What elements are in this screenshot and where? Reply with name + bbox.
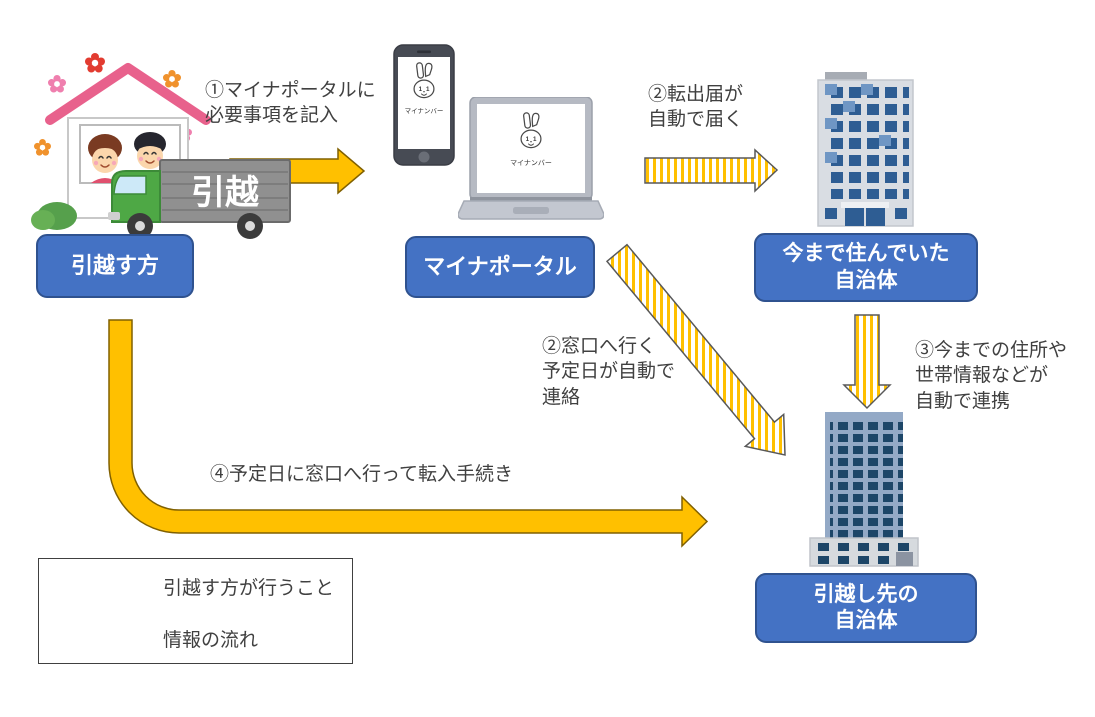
step4-line1: ④予定日に窓口へ行って転入手続き xyxy=(210,464,514,485)
arrow-step2-transfer-notice xyxy=(644,148,779,193)
flower-icon xyxy=(34,139,51,156)
step2-transfer-annotation: ②転出届が 自動で届く xyxy=(648,82,743,133)
moving-truck: 引越 xyxy=(108,159,291,239)
step2-transfer-line2: 自動で届く xyxy=(648,109,744,131)
step2-window-line3: 連絡 xyxy=(542,386,581,408)
mover-box-label: 引越す方 xyxy=(70,253,159,279)
mover-box: 引越す方 xyxy=(36,234,194,298)
legend-striped-label: 情報の流れ xyxy=(163,630,259,651)
old-city-box: 今まで住んでいた 自治体 xyxy=(754,233,978,302)
man-face xyxy=(134,132,166,183)
step4-annotation: ④予定日に窓口へ行って転入手続き xyxy=(210,462,513,487)
portal-box: マイナポータル xyxy=(405,236,595,298)
flower-icon xyxy=(85,53,105,73)
phone-illustration: マイナンバー xyxy=(393,44,455,166)
flower-icon xyxy=(163,70,181,88)
truck-label: 引越 xyxy=(191,174,260,212)
legend-solid-label: 引越す方が行うこと xyxy=(163,578,335,599)
laptop-illustration: マイナンバー xyxy=(458,97,604,220)
step2-window-annotation: ②窓口へ行く 予定日が自動で 連絡 xyxy=(542,334,675,410)
old-city-box-label-line2: 自治体 xyxy=(834,268,898,292)
new-city-box: 引越し先の 自治体 xyxy=(755,573,977,643)
portal-box-label: マイナポータル xyxy=(423,254,577,280)
step2-transfer-line1: ②転出届が xyxy=(648,84,744,105)
flower-icon xyxy=(48,75,66,93)
step2-window-line1: ②窓口へ行く xyxy=(542,336,657,357)
arrow-step3 xyxy=(842,314,892,410)
step1-line1: ①マイナポータルに xyxy=(205,80,376,101)
bush-icon xyxy=(31,210,55,230)
step1-annotation: ①マイナポータルに 必要事項を記入 xyxy=(205,78,376,129)
old-city-building-illustration xyxy=(817,72,914,227)
step3-line3: 自動で連携 xyxy=(915,390,1011,412)
step3-line2: 世帯情報などが xyxy=(915,365,1049,387)
new-city-box-label-line1: 引越し先の xyxy=(813,582,919,606)
step3-line1: ③今までの住所や xyxy=(915,340,1068,361)
new-city-box-label-line2: 自治体 xyxy=(834,609,898,632)
step2-window-line2: 予定日が自動で xyxy=(542,361,676,383)
house-roof xyxy=(45,63,211,125)
new-city-building-illustration xyxy=(809,412,919,567)
laptop-screen-label: マイナンバー xyxy=(510,159,552,167)
phone-screen-label: マイナンバー xyxy=(405,107,444,115)
step3-annotation: ③今までの住所や 世帯情報などが 自動で連携 xyxy=(915,338,1067,414)
step1-line2: 必要事項を記入 xyxy=(205,105,339,127)
old-city-box-label-line1: 今まで住んでいた xyxy=(782,242,950,266)
